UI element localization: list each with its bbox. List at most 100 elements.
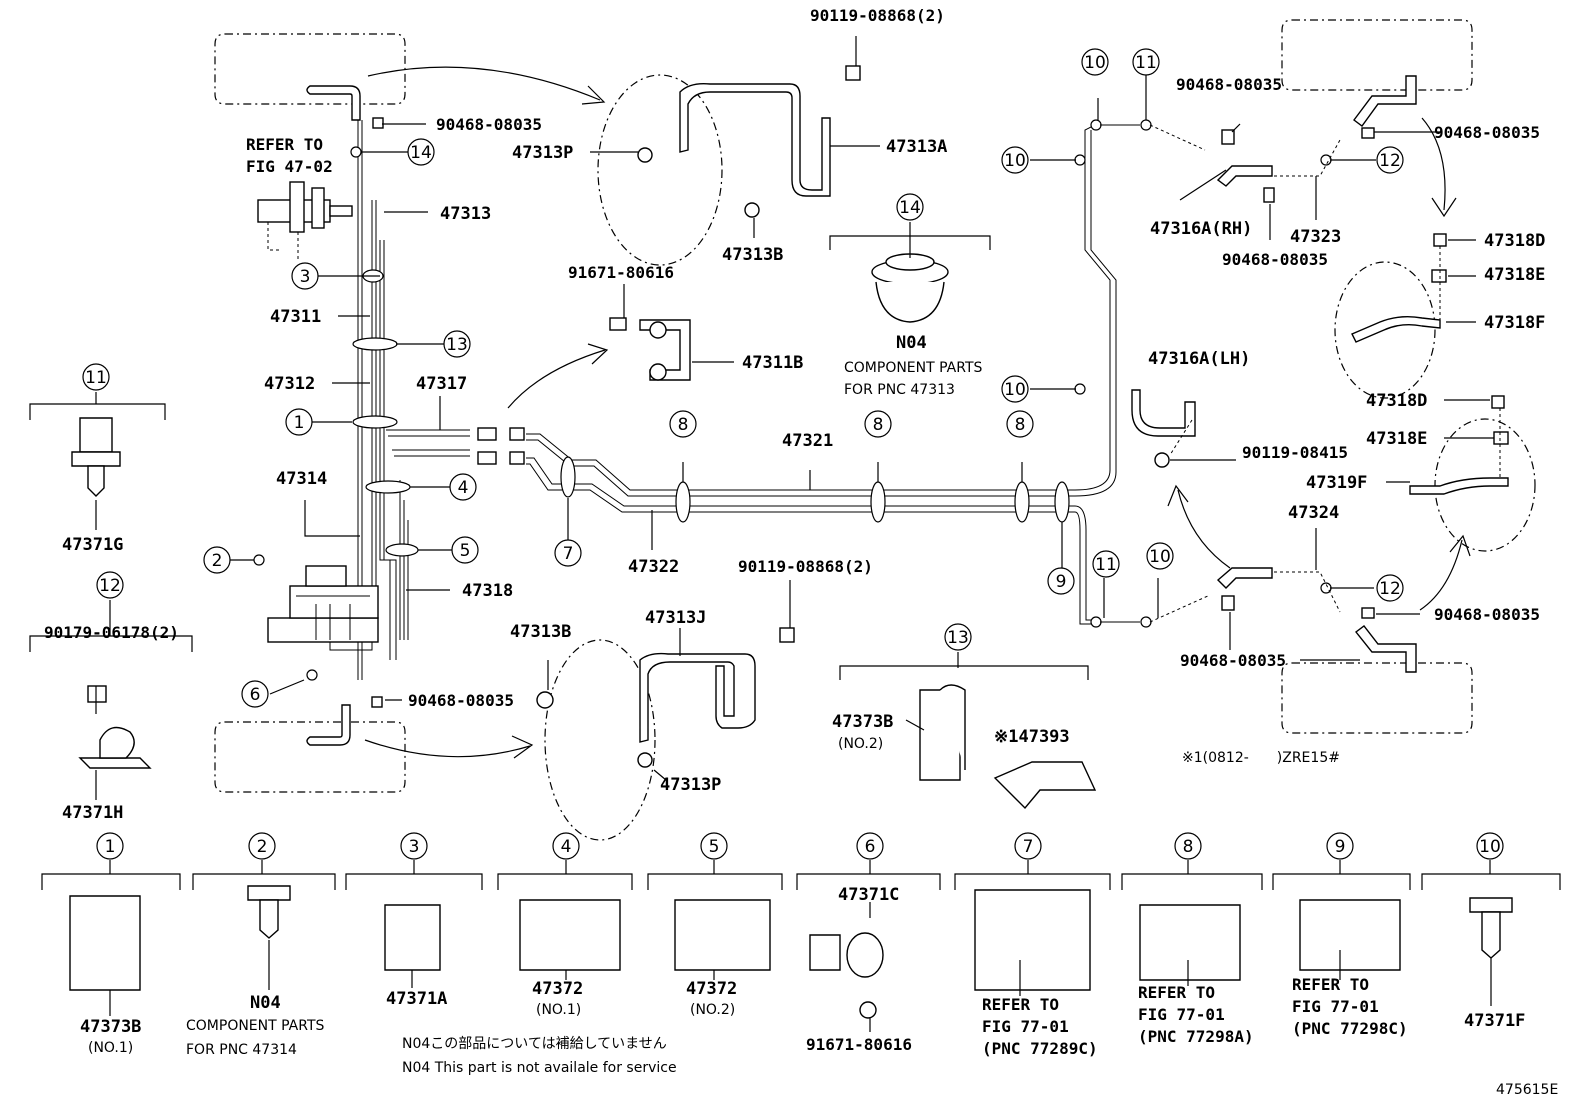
clamp-8a xyxy=(675,481,691,523)
clip-rh xyxy=(1221,129,1235,145)
label-90468-08035-g: 90468-08035 xyxy=(1180,651,1286,670)
callout-14-a-text: 14 xyxy=(410,143,432,163)
label-90468-08035-e: 90468-08035 xyxy=(1434,123,1540,142)
callout-10-e xyxy=(1476,832,1504,860)
label-47311b: 47311B xyxy=(742,353,803,373)
label-47373b-mid: 47373B xyxy=(832,712,893,732)
callout-9-a-text: 9 xyxy=(1056,572,1067,592)
abs-actuator-icon xyxy=(267,565,379,643)
label-47318d-1: 47318D xyxy=(1484,231,1545,251)
callout-10-a xyxy=(1081,48,1109,76)
clamp-point-14 xyxy=(350,146,362,158)
label-47313: 47313 xyxy=(440,204,491,224)
clamp-7 xyxy=(560,456,576,498)
label-47313p-bot: 47313P xyxy=(660,775,721,795)
callout-11-c xyxy=(82,363,110,391)
ref-box-bottom-left xyxy=(214,721,406,793)
callout-9-b xyxy=(1326,832,1354,860)
flow-arrows xyxy=(364,66,1471,759)
callout-8-c xyxy=(1006,410,1034,438)
callout-3 xyxy=(291,262,319,290)
clamp-point-10d xyxy=(1140,616,1152,628)
callout-8-d-text: 8 xyxy=(1183,837,1194,857)
callout-6-a-text: 6 xyxy=(250,685,261,705)
callout-14-b-text: 14 xyxy=(899,198,921,218)
bracket-47393-icon xyxy=(993,761,1097,810)
callout-10-e-text: 10 xyxy=(1479,837,1501,857)
clamp-point-11a xyxy=(1140,119,1152,131)
label-47373b-bot: 47373B xyxy=(80,1017,141,1037)
callout-11-c-text: 11 xyxy=(85,368,107,388)
clamp-5 xyxy=(385,543,419,557)
callout-9-a xyxy=(1047,567,1075,595)
label-47319f: 47319F xyxy=(1306,473,1367,493)
label-90468-08035-f: 90468-08035 xyxy=(1434,605,1540,624)
clip-47371g-icon xyxy=(71,417,121,497)
detail-ellipse-right-top xyxy=(1334,261,1436,399)
bracket-47311b-icon xyxy=(609,317,691,381)
callout-4-b xyxy=(552,832,580,860)
label-47371c: 47371C xyxy=(838,885,899,905)
clamp-4 xyxy=(365,480,411,494)
label-91671-80616-bot: 91671-80616 xyxy=(806,1035,912,1054)
union-47318e-1 xyxy=(1431,269,1447,283)
label-n04-top: N04 xyxy=(896,333,927,353)
callout-11-b xyxy=(1092,550,1120,578)
label-47316a-lh: 47316A(LH) xyxy=(1148,349,1250,369)
label-pnc-77289c: (PNC 77289C) xyxy=(982,1039,1098,1058)
bolt-47318d-2 xyxy=(1491,395,1505,409)
label-91671-80616-top: 91671-80616 xyxy=(568,263,674,282)
callout-10-a-text: 10 xyxy=(1084,53,1106,73)
label-47318d-2: 47318D xyxy=(1366,391,1427,411)
label-47317: 47317 xyxy=(416,374,467,394)
clip-right-top xyxy=(1361,127,1375,139)
clamp-9 xyxy=(1054,481,1070,523)
clamp-point-2 xyxy=(253,554,265,566)
label-for-pnc-47313: FOR PNC 47313 xyxy=(844,382,955,398)
clamp-point-10b xyxy=(1074,154,1086,166)
clip-rh-2 xyxy=(1263,187,1275,203)
callout-14-b xyxy=(896,193,924,221)
union-upper-2 xyxy=(509,427,525,441)
callout-6-b xyxy=(856,832,884,860)
callout-5-b-text: 5 xyxy=(709,837,720,857)
callout-13-b-text: 13 xyxy=(947,628,969,648)
callout-12-c-text: 12 xyxy=(99,576,121,596)
label-no2-47372: (NO.2) xyxy=(690,1002,735,1018)
bolt-47318d-1 xyxy=(1433,233,1447,247)
hose-47318f xyxy=(1351,315,1441,343)
callout-5-a-text: 5 xyxy=(460,541,471,561)
callout-13-a xyxy=(443,330,471,358)
label-fig-77-01-8: FIG 77-01 xyxy=(1138,1005,1225,1024)
callout-10-c-text: 10 xyxy=(1004,380,1026,400)
callout-1-a xyxy=(285,408,313,436)
label-47313b-bot: 47313B xyxy=(510,622,571,642)
clip-right-bot xyxy=(1361,607,1375,619)
label-component-parts-bot: COMPONENT PARTS xyxy=(186,1018,325,1034)
label-47371a: 47371A xyxy=(386,989,447,1009)
label-no1-bot: (NO.1) xyxy=(88,1040,133,1056)
hose-47313j xyxy=(639,652,756,743)
callout-11-a xyxy=(1132,48,1160,76)
master-cylinder-icon xyxy=(257,181,353,260)
label-no1-47372: (NO.1) xyxy=(536,1002,581,1018)
callout-11-a-text: 11 xyxy=(1135,53,1157,73)
callout-5-b xyxy=(700,832,728,860)
callout-10-b-text: 10 xyxy=(1004,151,1026,171)
callout-10-d-text: 10 xyxy=(1149,547,1171,567)
label-fig-77-01-7: FIG 77-01 xyxy=(982,1017,1069,1036)
pipe-end-lh xyxy=(1216,567,1273,589)
label-47372-no2: 47372 xyxy=(686,979,737,999)
label-47314: 47314 xyxy=(276,469,327,489)
callout-3-b-text: 3 xyxy=(409,837,420,857)
figure-id: 475615E xyxy=(1496,1082,1558,1098)
clamp-8c xyxy=(1014,481,1030,523)
label-90468-08035-b: 90468-08035 xyxy=(408,691,514,710)
pipe-end-top-right xyxy=(1353,75,1417,127)
clip-90468-bot xyxy=(371,696,383,708)
clamp-47371h-icon xyxy=(78,685,152,769)
label-note-zre15: ※1(0812- )ZRE15# xyxy=(1182,750,1340,766)
note-english: N04 This part is not availale for servic… xyxy=(402,1060,677,1076)
pipe-end-top-left xyxy=(306,85,361,121)
hose-47319f xyxy=(1409,477,1509,495)
